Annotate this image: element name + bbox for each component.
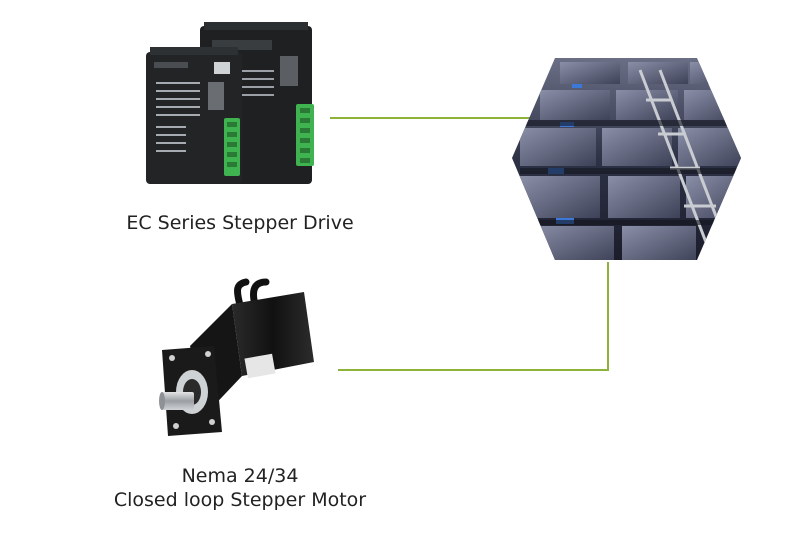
stepper-motor-image [159, 278, 314, 436]
drive-unit-front [146, 47, 242, 184]
connector-motor-to-hex [338, 262, 609, 371]
stepper-drive-image [146, 22, 314, 184]
motor-label-line1: Nema 24/34 [181, 465, 299, 487]
dark-shadows [520, 120, 741, 225]
connector-lines [330, 117, 609, 371]
hexagon-factory-image [512, 58, 741, 260]
conveyor-plates [520, 62, 741, 260]
drive-label: EC Series Stepper Drive [126, 212, 354, 234]
motor-label: Nema 24/34 Closed loop Stepper Motor [90, 464, 390, 512]
motor-label-line2: Closed loop Stepper Motor [113, 489, 367, 511]
